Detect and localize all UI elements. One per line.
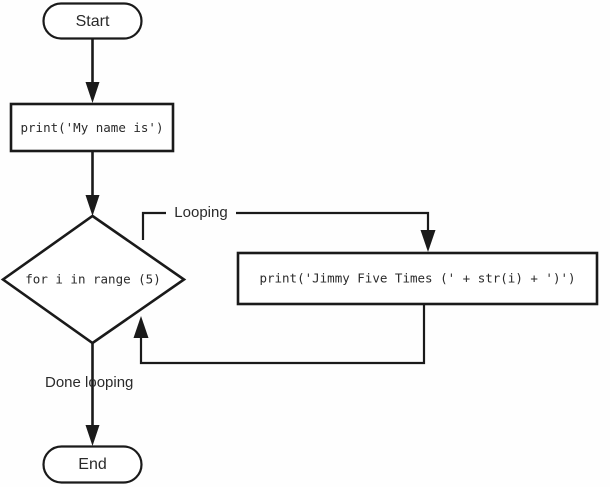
- edge-label-looping: Looping: [174, 204, 227, 221]
- edge-line-loop-back: [139, 305, 426, 365]
- arrow-head-start-to-print-name: [85, 82, 100, 103]
- node-end-shape[interactable]: [42, 445, 143, 484]
- node-print-jimmy-shape[interactable]: [236, 251, 599, 306]
- node-print-jimmy[interactable]: print('Jimmy Five Times (' + str(i) + ')…: [236, 251, 599, 306]
- node-print-jimmy-label: print('Jimmy Five Times (' + str(i) + ')…: [259, 271, 575, 286]
- arrow-head-print-name-to-for-loop: [85, 195, 100, 216]
- node-end-label: End: [78, 456, 106, 473]
- node-print-name-label: print('My name is'): [21, 120, 164, 135]
- edge-for-loop-to-end: Done looping: [45, 343, 133, 446]
- edge-line-looping-left: [141, 211, 166, 240]
- node-start-shape[interactable]: [42, 2, 143, 40]
- arrow-head-for-loop-to-print-jimmy: [420, 230, 436, 252]
- edge-print-name-to-for-loop: [85, 152, 100, 216]
- edge-print-jimmy-back-to-for-loop: [133, 305, 426, 365]
- arrow-head-loop-back: [133, 316, 149, 338]
- arrow-head-for-loop-to-end: [85, 425, 100, 446]
- node-print-name-shape[interactable]: [9, 102, 175, 153]
- edge-label-done-looping: Done looping: [45, 374, 133, 391]
- node-for-loop-label: for i in range (5): [25, 272, 160, 287]
- node-for-loop-shape[interactable]: [0, 214, 187, 345]
- edge-for-loop-to-print-jimmy: Looping: [141, 204, 436, 252]
- edge-line-looping-right: [236, 211, 430, 242]
- node-start[interactable]: Start: [42, 2, 143, 40]
- edge-start-to-print-name: [85, 38, 100, 103]
- node-for-loop[interactable]: for i in range (5): [0, 214, 187, 345]
- node-print-name[interactable]: print('My name is'): [9, 102, 175, 153]
- node-start-label: Start: [76, 13, 110, 30]
- node-end[interactable]: End: [42, 445, 143, 484]
